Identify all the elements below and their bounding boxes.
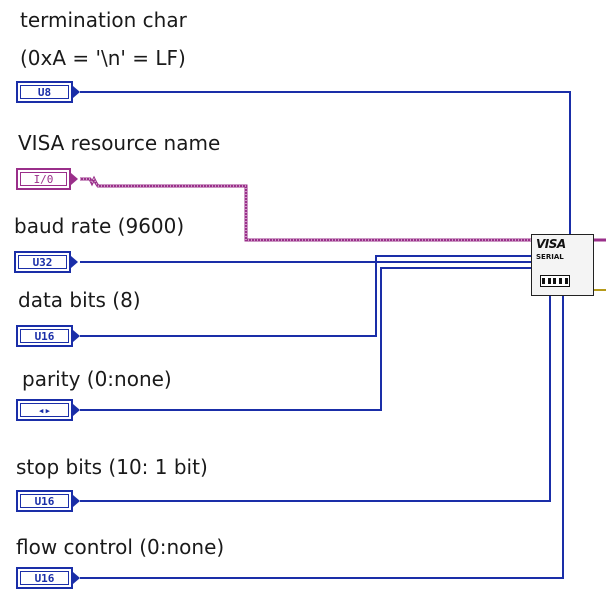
terminal-type: U16	[20, 494, 69, 508]
visa-node-subtitle: SERIAL	[536, 253, 564, 261]
label-baud-rate: baud rate (9600)	[14, 214, 185, 238]
label-termination-char: termination char	[20, 8, 187, 32]
visa-node-title: VISA	[536, 237, 566, 251]
ring-enum-icon: ◂▸	[20, 403, 69, 417]
wire-data-bits	[80, 255, 531, 337]
terminal-type: U8	[20, 85, 69, 99]
wire-visa-resource	[80, 175, 531, 242]
label-termination-char-detail: (0xA = '\n' = LF)	[20, 46, 186, 70]
wire-termination-char	[80, 91, 571, 240]
label-flow-control: flow control (0:none)	[16, 535, 225, 559]
label-visa-resource-name: VISA resource name	[18, 131, 221, 155]
terminal-output-arrow-icon	[73, 495, 80, 507]
terminal-output-arrow-icon	[73, 572, 80, 584]
label-stop-bits: stop bits (10: 1 bit)	[16, 455, 208, 479]
terminal-output-arrow-icon	[71, 256, 78, 268]
serial-connector-icon	[540, 275, 570, 287]
terminal-type: U32	[18, 255, 67, 269]
label-parity: parity (0:none)	[22, 367, 172, 391]
label-data-bits: data bits (8)	[18, 288, 141, 312]
visa-configure-serial-node[interactable]: VISA SERIAL	[531, 234, 594, 296]
terminal-type: U16	[20, 329, 69, 343]
terminal-output-arrow-icon	[73, 86, 80, 98]
terminal-output-arrow-icon	[73, 404, 80, 416]
terminal-type: U16	[20, 571, 69, 585]
wire-parity	[80, 267, 531, 411]
wire-flow-control	[80, 296, 564, 579]
wire-stop-bits	[80, 296, 551, 502]
terminal-output-arrow-icon	[71, 173, 78, 185]
terminal-output-arrow-icon	[73, 330, 80, 342]
terminal-type: I/0	[20, 172, 67, 186]
